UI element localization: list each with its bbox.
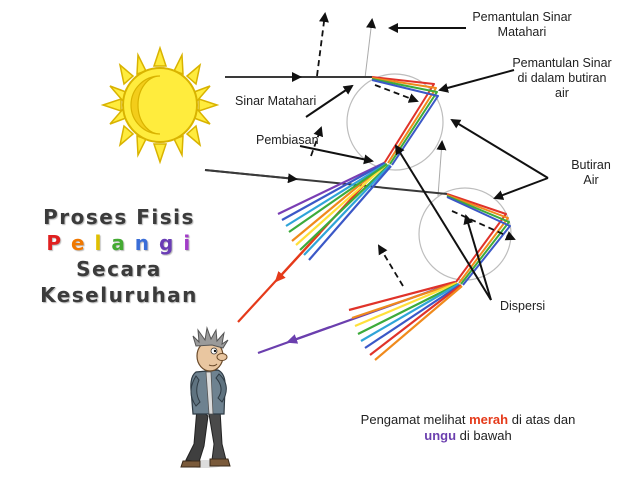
label-butiran-air: Butiran Air	[566, 158, 616, 188]
sun-ray-lower-arrow	[205, 170, 296, 179]
label-pemantulan-sinar-matahari: Pemantulan Sinar Matahari	[462, 10, 582, 40]
title-letter-3: l	[95, 230, 103, 256]
red-ray-arrowhead	[276, 233, 320, 281]
caption-part-2: di atas dan	[508, 412, 575, 427]
title-letter-5: n	[135, 230, 151, 256]
caption-merah: merah	[469, 412, 508, 427]
observer-caption: Pengamat melihat merah di atas dan ungu …	[338, 412, 598, 444]
observer-figure	[181, 328, 230, 468]
upper-spectrum-fan	[278, 163, 391, 260]
lower-spectrum-fan	[349, 282, 462, 360]
title-letter-7: i	[183, 230, 191, 256]
title-letter-1: P	[46, 230, 62, 256]
title-line-4: Keseluruhan	[30, 282, 208, 308]
caption-part-3: di bawah	[456, 428, 512, 443]
label-pointer-arrows	[300, 28, 548, 300]
label-dispersi: Dispersi	[500, 299, 545, 314]
title-letter-6: g	[159, 230, 175, 256]
normal-line-upper	[365, 20, 372, 78]
diagram-title: Proses Fisis P e l a n g i Secara Keselu…	[30, 204, 208, 308]
label-pemantulan-di-butiran: Pemantulan Sinar di dalam butiran air	[512, 56, 612, 101]
title-line-2-colored: P e l a n g i	[30, 230, 208, 256]
lower-droplet-internal-rays	[447, 194, 510, 285]
violet-ray-arrowhead	[288, 327, 330, 342]
sun-icon	[103, 48, 217, 162]
caption-part-1: Pengamat melihat	[361, 412, 469, 427]
upper-droplet-internal-rays	[372, 77, 438, 165]
label-pembiasan: Pembiasan	[256, 133, 319, 148]
title-letter-2: e	[71, 230, 86, 256]
title-line-1: Proses Fisis	[30, 204, 208, 230]
normal-line-lower	[438, 142, 442, 196]
title-line-3: Secara	[30, 256, 208, 282]
label-sinar-matahari: Sinar Matahari	[235, 94, 316, 109]
title-letter-4: a	[111, 230, 126, 256]
caption-ungu: ungu	[424, 428, 456, 443]
